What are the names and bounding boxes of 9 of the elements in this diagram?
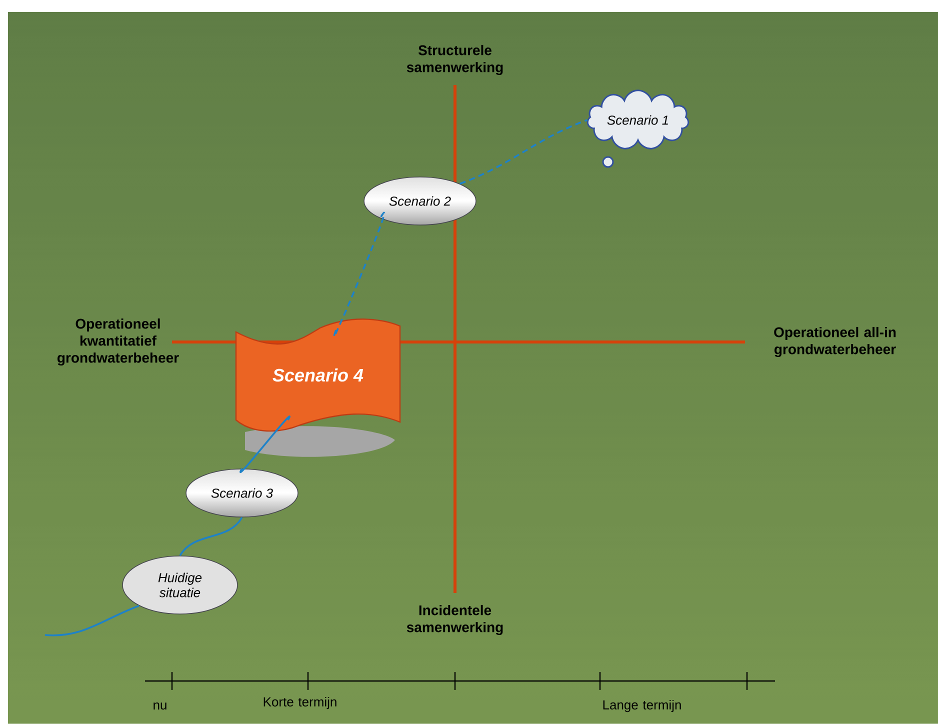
ellipse-node: Huidige situatie (122, 556, 238, 614)
axis-label: Structurele samenwerking (406, 44, 503, 76)
axis-label: Operationeel kwantitatief grondwaterbeheer (58, 318, 179, 366)
timeline-label: Lange termijn (603, 700, 681, 712)
timeline-label: nu (154, 702, 166, 710)
thought-cloud: Scenario 1 (586, 90, 690, 168)
axis-label: Incidentele samenwerking (406, 604, 503, 636)
axis-label: Operationeel all-in grondwaterbeheer (774, 326, 896, 358)
timeline-label: Korte termijn (264, 696, 336, 710)
